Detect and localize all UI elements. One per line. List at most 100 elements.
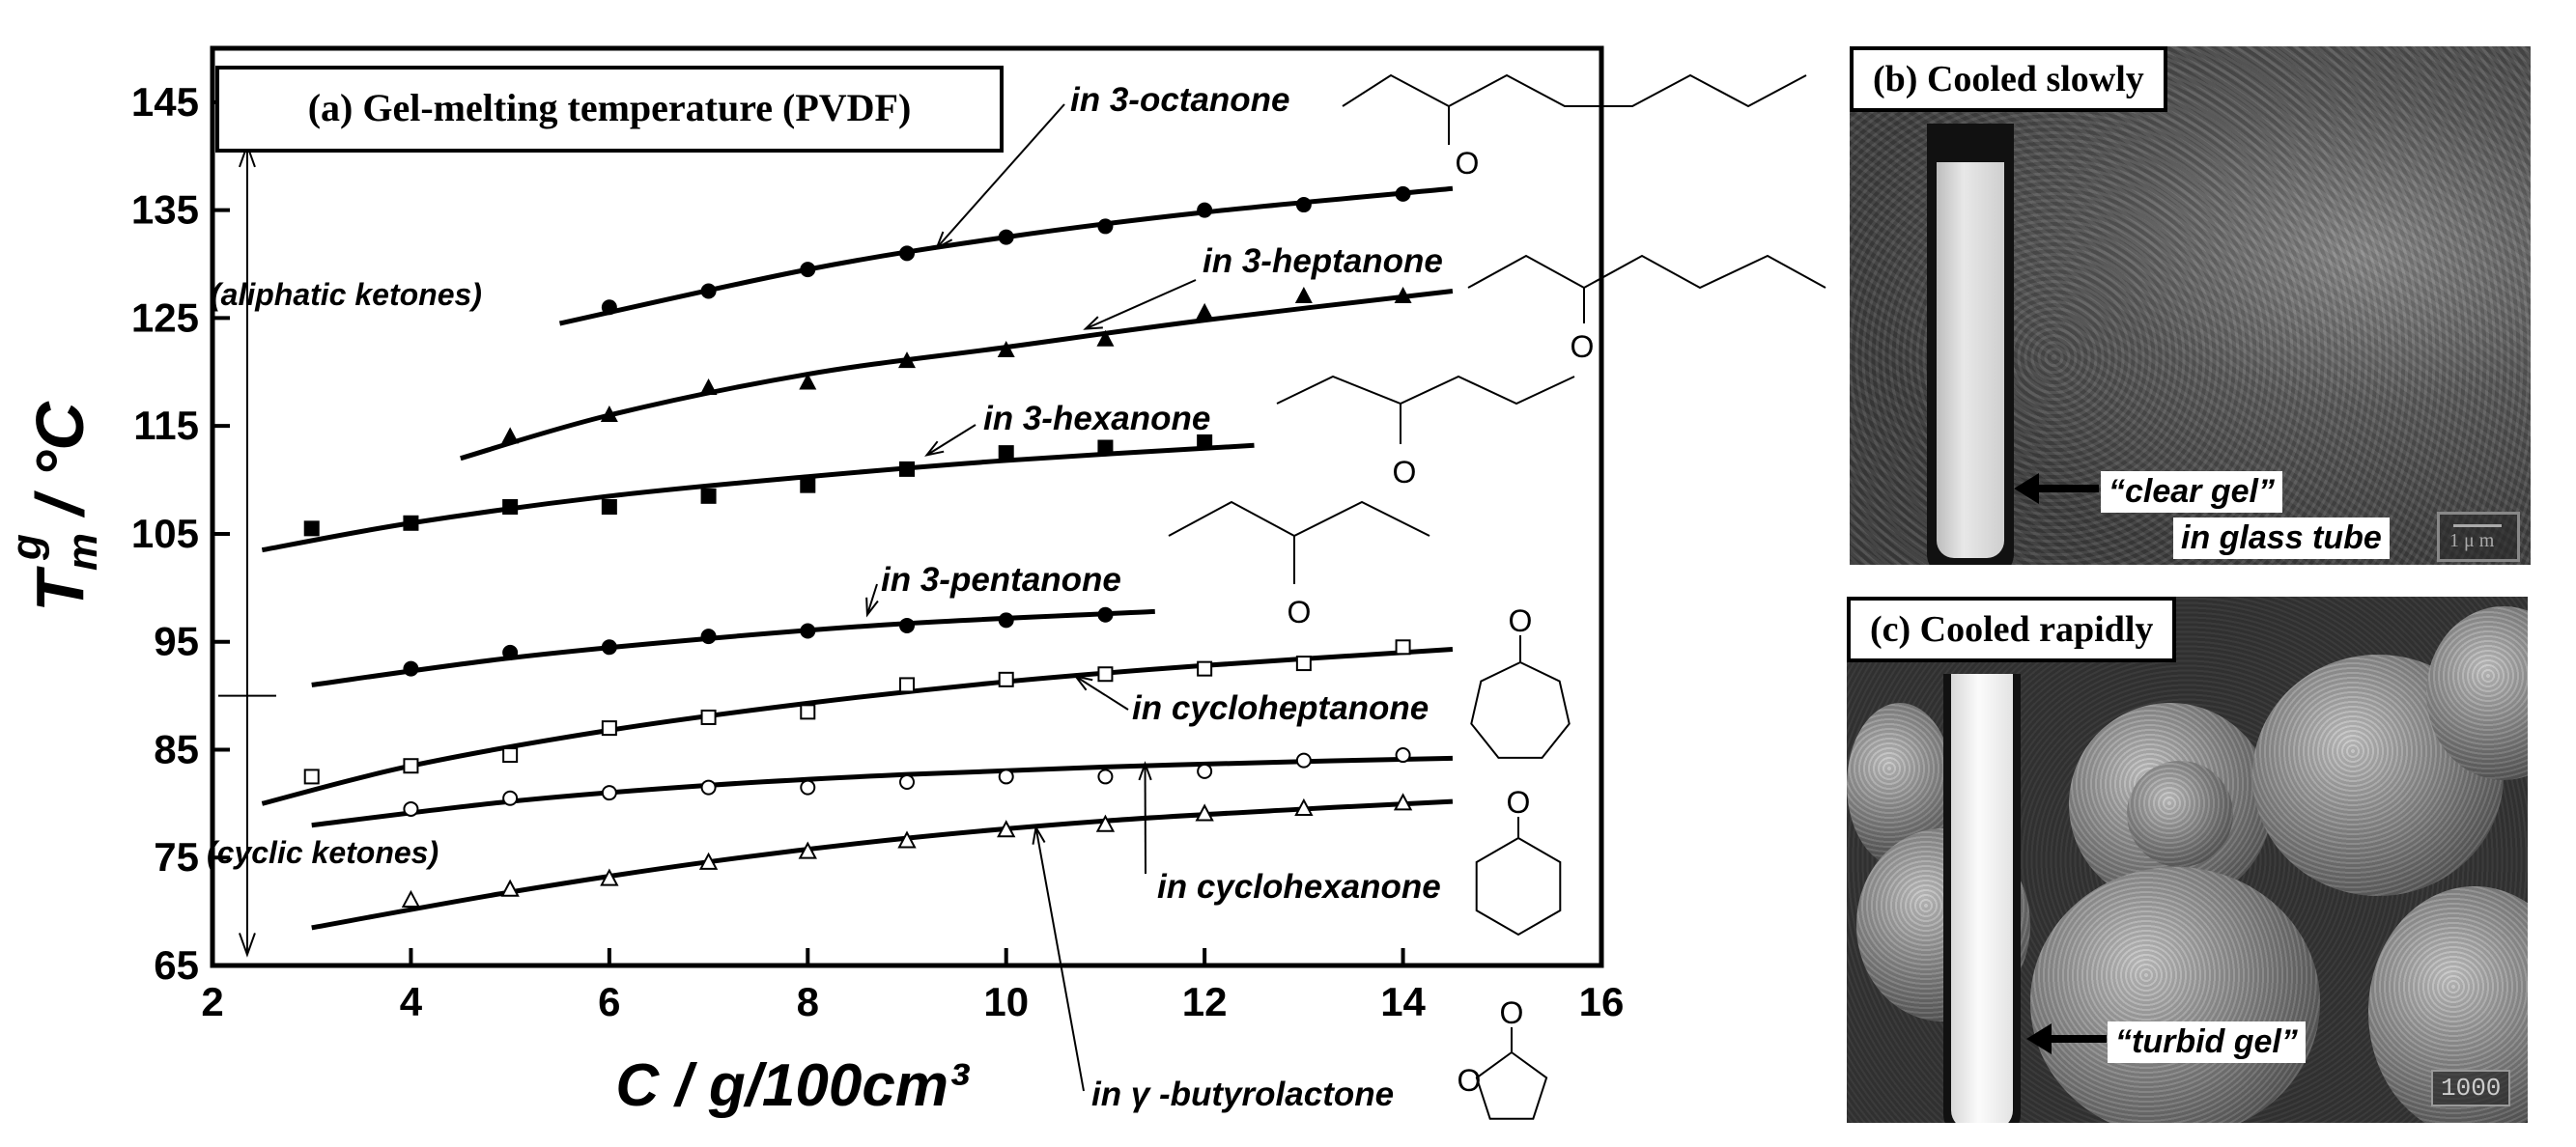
series-label-cyclohexanone: in cyclohexanone <box>1157 868 1441 906</box>
scale-bar-label: 1 μ m <box>2449 530 2495 551</box>
arrow-icon <box>2022 485 2099 492</box>
data-point <box>700 488 717 504</box>
y-tick-label: 65 <box>154 942 199 988</box>
oxygen-atom-label: O <box>1571 329 1595 364</box>
arrow-head-icon <box>1073 674 1093 691</box>
octanone-structure <box>1342 73 1807 108</box>
fit-curve <box>311 798 1454 931</box>
data-point <box>502 790 519 806</box>
data-point <box>997 820 1016 838</box>
data-point <box>1097 606 1114 623</box>
data-point <box>501 427 520 444</box>
y-tick-label: 85 <box>154 726 199 771</box>
data-point <box>898 351 916 369</box>
microsphere <box>2030 867 2320 1123</box>
data-point <box>601 299 617 316</box>
oxygen-atom-label: O <box>1456 146 1480 181</box>
x-tick-label: 14 <box>1380 979 1426 1024</box>
data-point <box>1197 434 1213 450</box>
data-point <box>998 445 1014 462</box>
data-point <box>699 378 718 396</box>
data-point <box>600 868 619 886</box>
data-point <box>303 769 320 785</box>
group-label-aliphatic: (aliphatic ketones) <box>211 277 482 312</box>
cycloheptanone-ring <box>1470 661 1571 759</box>
x-tick-label: 4 <box>400 979 423 1024</box>
data-point <box>600 406 618 422</box>
data-point <box>799 373 817 390</box>
turbid-gel-callout: “turbid gel” <box>2108 1021 2306 1063</box>
group-label-cyclic: (cyclic ketones) <box>207 835 439 870</box>
data-point <box>998 229 1014 245</box>
data-point <box>698 852 719 870</box>
data-point <box>1195 803 1214 822</box>
leader-arrow <box>1085 279 1197 330</box>
y-tick-label: 135 <box>131 187 199 233</box>
data-point <box>1097 439 1114 456</box>
data-point <box>1395 747 1411 764</box>
arrow-head-icon <box>1083 316 1103 330</box>
data-point <box>800 779 816 796</box>
data-point <box>997 340 1015 357</box>
fit-curve <box>311 608 1155 687</box>
data-point <box>998 671 1014 687</box>
data-point <box>800 262 816 278</box>
arrow-head-icon <box>865 597 879 618</box>
series-label-3-hexanone: in 3-hexanone <box>983 400 1210 437</box>
arrow-icon <box>2035 1035 2107 1043</box>
y-tick-label: 95 <box>154 619 199 664</box>
data-point <box>1394 287 1412 304</box>
fit-curve <box>261 442 1255 553</box>
oxygen-atom-label: O <box>1509 603 1533 638</box>
data-point <box>502 499 519 515</box>
glass-tube-clear <box>1927 124 2014 565</box>
x-tick-label: 8 <box>797 979 819 1024</box>
data-point <box>403 758 419 774</box>
data-point <box>1097 769 1114 785</box>
series-label-3-octanone: in 3-octanone <box>1070 81 1290 119</box>
y-axis-label-main: T <box>22 566 98 612</box>
leader-arrow <box>865 583 878 616</box>
series-label-3-pentanone: in 3-pentanone <box>881 561 1121 599</box>
data-point <box>998 769 1014 785</box>
data-point <box>403 660 419 677</box>
oxygen-atom-label: O <box>1500 995 1524 1030</box>
data-point <box>998 612 1014 629</box>
leader-arrow <box>1034 826 1085 1092</box>
data-point <box>1196 302 1214 320</box>
data-point <box>899 774 915 790</box>
data-point <box>1395 639 1411 656</box>
x-tick-label: 6 <box>598 979 620 1024</box>
y-tick-label: 145 <box>131 79 199 125</box>
data-point <box>403 515 419 531</box>
scale-bar-line <box>2453 524 2502 527</box>
data-point <box>800 704 816 720</box>
panel-c-title: (c) Cooled rapidly <box>1847 597 2177 662</box>
data-point <box>601 499 617 515</box>
turbid-gel <box>1951 674 2013 1123</box>
data-point <box>601 785 617 801</box>
data-point <box>700 629 717 645</box>
clear-gel <box>1937 162 2004 558</box>
data-point <box>502 747 519 764</box>
data-point <box>700 779 717 796</box>
panel-b-sem-image: “clear gel” in glass tube 1 μ m <box>1850 46 2531 565</box>
arrow-head-icon <box>1138 761 1152 781</box>
arrow-head-icon <box>2014 473 2039 504</box>
series-label-butyrolactone: in γ -butyrolactone <box>1091 1076 1394 1113</box>
y-axis-label-sub: m <box>59 533 106 571</box>
oxygen-atom-label: O <box>1458 1063 1482 1098</box>
series-label-3-heptanone: in 3-heptanone <box>1203 242 1443 280</box>
data-point <box>1295 656 1312 672</box>
clear-gel-callout: “clear gel” <box>2101 471 2282 513</box>
data-point <box>502 644 519 660</box>
magnification-label: 1000 <box>2431 1070 2511 1106</box>
leader-arrow <box>936 103 1065 249</box>
y-tick-label: 115 <box>133 403 199 448</box>
butyrolactone-ring <box>1475 1051 1548 1120</box>
data-point <box>601 720 617 737</box>
arrow-head-icon <box>2026 1023 2052 1054</box>
data-point <box>798 841 817 859</box>
fit-curve <box>261 647 1454 806</box>
cyclohexanone-ring <box>1475 837 1562 937</box>
